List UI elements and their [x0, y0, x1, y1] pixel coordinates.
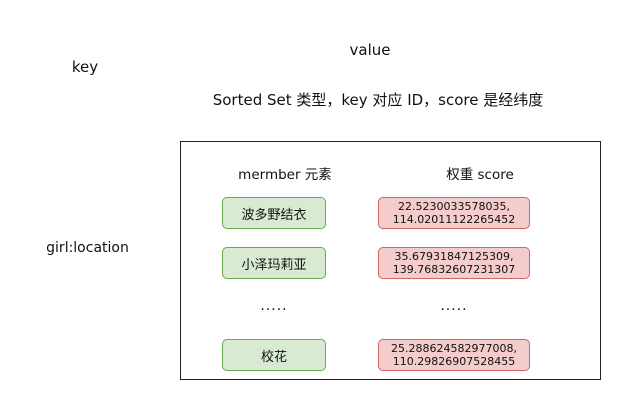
value-heading: value — [349, 41, 391, 59]
score-chip: 25.288624582977008, 110.29826907528455 — [378, 339, 530, 371]
score-ellipsis: ..... — [440, 298, 468, 314]
column-header-member: mermber 元素 — [238, 167, 332, 183]
member-chip: 小泽玛莉亚 — [222, 247, 326, 279]
column-header-score: 权重 score — [446, 167, 514, 183]
key-name-label: girl:location — [46, 240, 129, 256]
value-description: Sorted Set 类型，key 对应 ID，score 是经纬度 — [212, 91, 544, 109]
member-ellipsis: ..... — [260, 298, 288, 314]
member-chip: 校花 — [222, 339, 326, 371]
score-chip: 35.67931847125309, 139.76832607231307 — [378, 247, 530, 279]
member-chip: 波多野结衣 — [222, 197, 326, 229]
score-chip: 22.5230033578035, 114.02011122265452 — [378, 197, 530, 229]
key-heading: key — [71, 58, 99, 76]
